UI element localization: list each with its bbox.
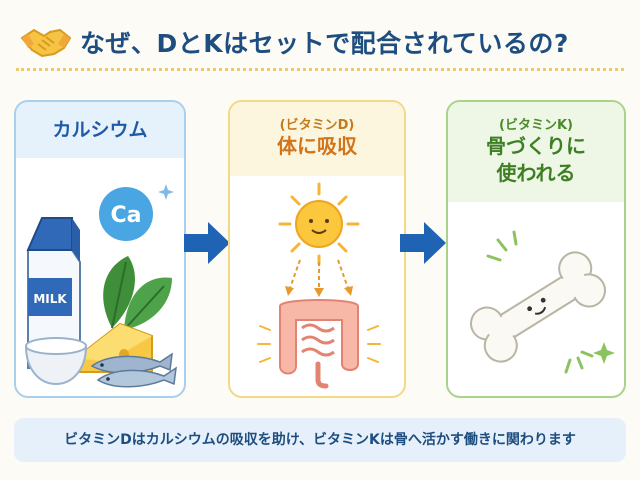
header: なぜ、DとKはセットで配合されているの?	[0, 0, 640, 71]
calcium-badge: Ca	[99, 187, 153, 241]
divider	[16, 68, 624, 71]
vitamin-d-label: (ビタミンD)	[279, 118, 355, 133]
handshake-icon	[20, 28, 72, 58]
vitamin-d-title: 体に吸収	[277, 134, 357, 158]
vitamin-d-panel: (ビタミンD) 体に吸収	[228, 100, 406, 398]
glow-lines-k	[486, 230, 594, 374]
arrow-right-icon	[184, 222, 230, 264]
page-title: なぜ、DとKはセットで配合されているの?	[80, 29, 569, 58]
vitamin-k-panel: (ビタミンK) 骨づくりに 使われる	[446, 100, 626, 398]
spinach-icon	[103, 256, 172, 331]
vitamin-k-label: (ビタミンK)	[499, 118, 573, 133]
ca-badge-text: Ca	[111, 203, 142, 228]
vitamin-k-panel-head: (ビタミンK) 骨づくりに 使われる	[448, 102, 624, 202]
glow-lines	[257, 325, 381, 363]
vitamin-k-title-line1: 骨づくりに	[486, 134, 586, 158]
fish-icon	[90, 352, 177, 388]
milk-label: MILK	[33, 292, 67, 306]
calcium-foods-illustration: Ca MILK	[24, 184, 177, 388]
summary-note: ビタミンDはカルシウムの吸収を助け、ビタミンKは骨へ活かす働きに関わります	[14, 418, 626, 462]
sparkle-icon-k	[593, 342, 615, 364]
absorption-arrows	[289, 259, 349, 290]
vitamin-d-panel-head: (ビタミンD) 体に吸収	[230, 102, 404, 176]
bone-icon	[470, 251, 606, 363]
vitamin-k-title-line2: 使われる	[496, 161, 576, 185]
arrow-right-icon-2	[400, 222, 446, 264]
yogurt-bowl-icon	[24, 337, 88, 386]
calcium-panel: カルシウム Ca MILK	[14, 100, 186, 398]
calcium-panel-title: カルシウム	[16, 102, 184, 158]
intestine-icon	[279, 299, 359, 389]
absorption-illustration	[257, 182, 381, 389]
sparkle-icon	[158, 184, 174, 200]
bone-illustration	[470, 230, 615, 374]
sun-icon	[278, 182, 360, 266]
